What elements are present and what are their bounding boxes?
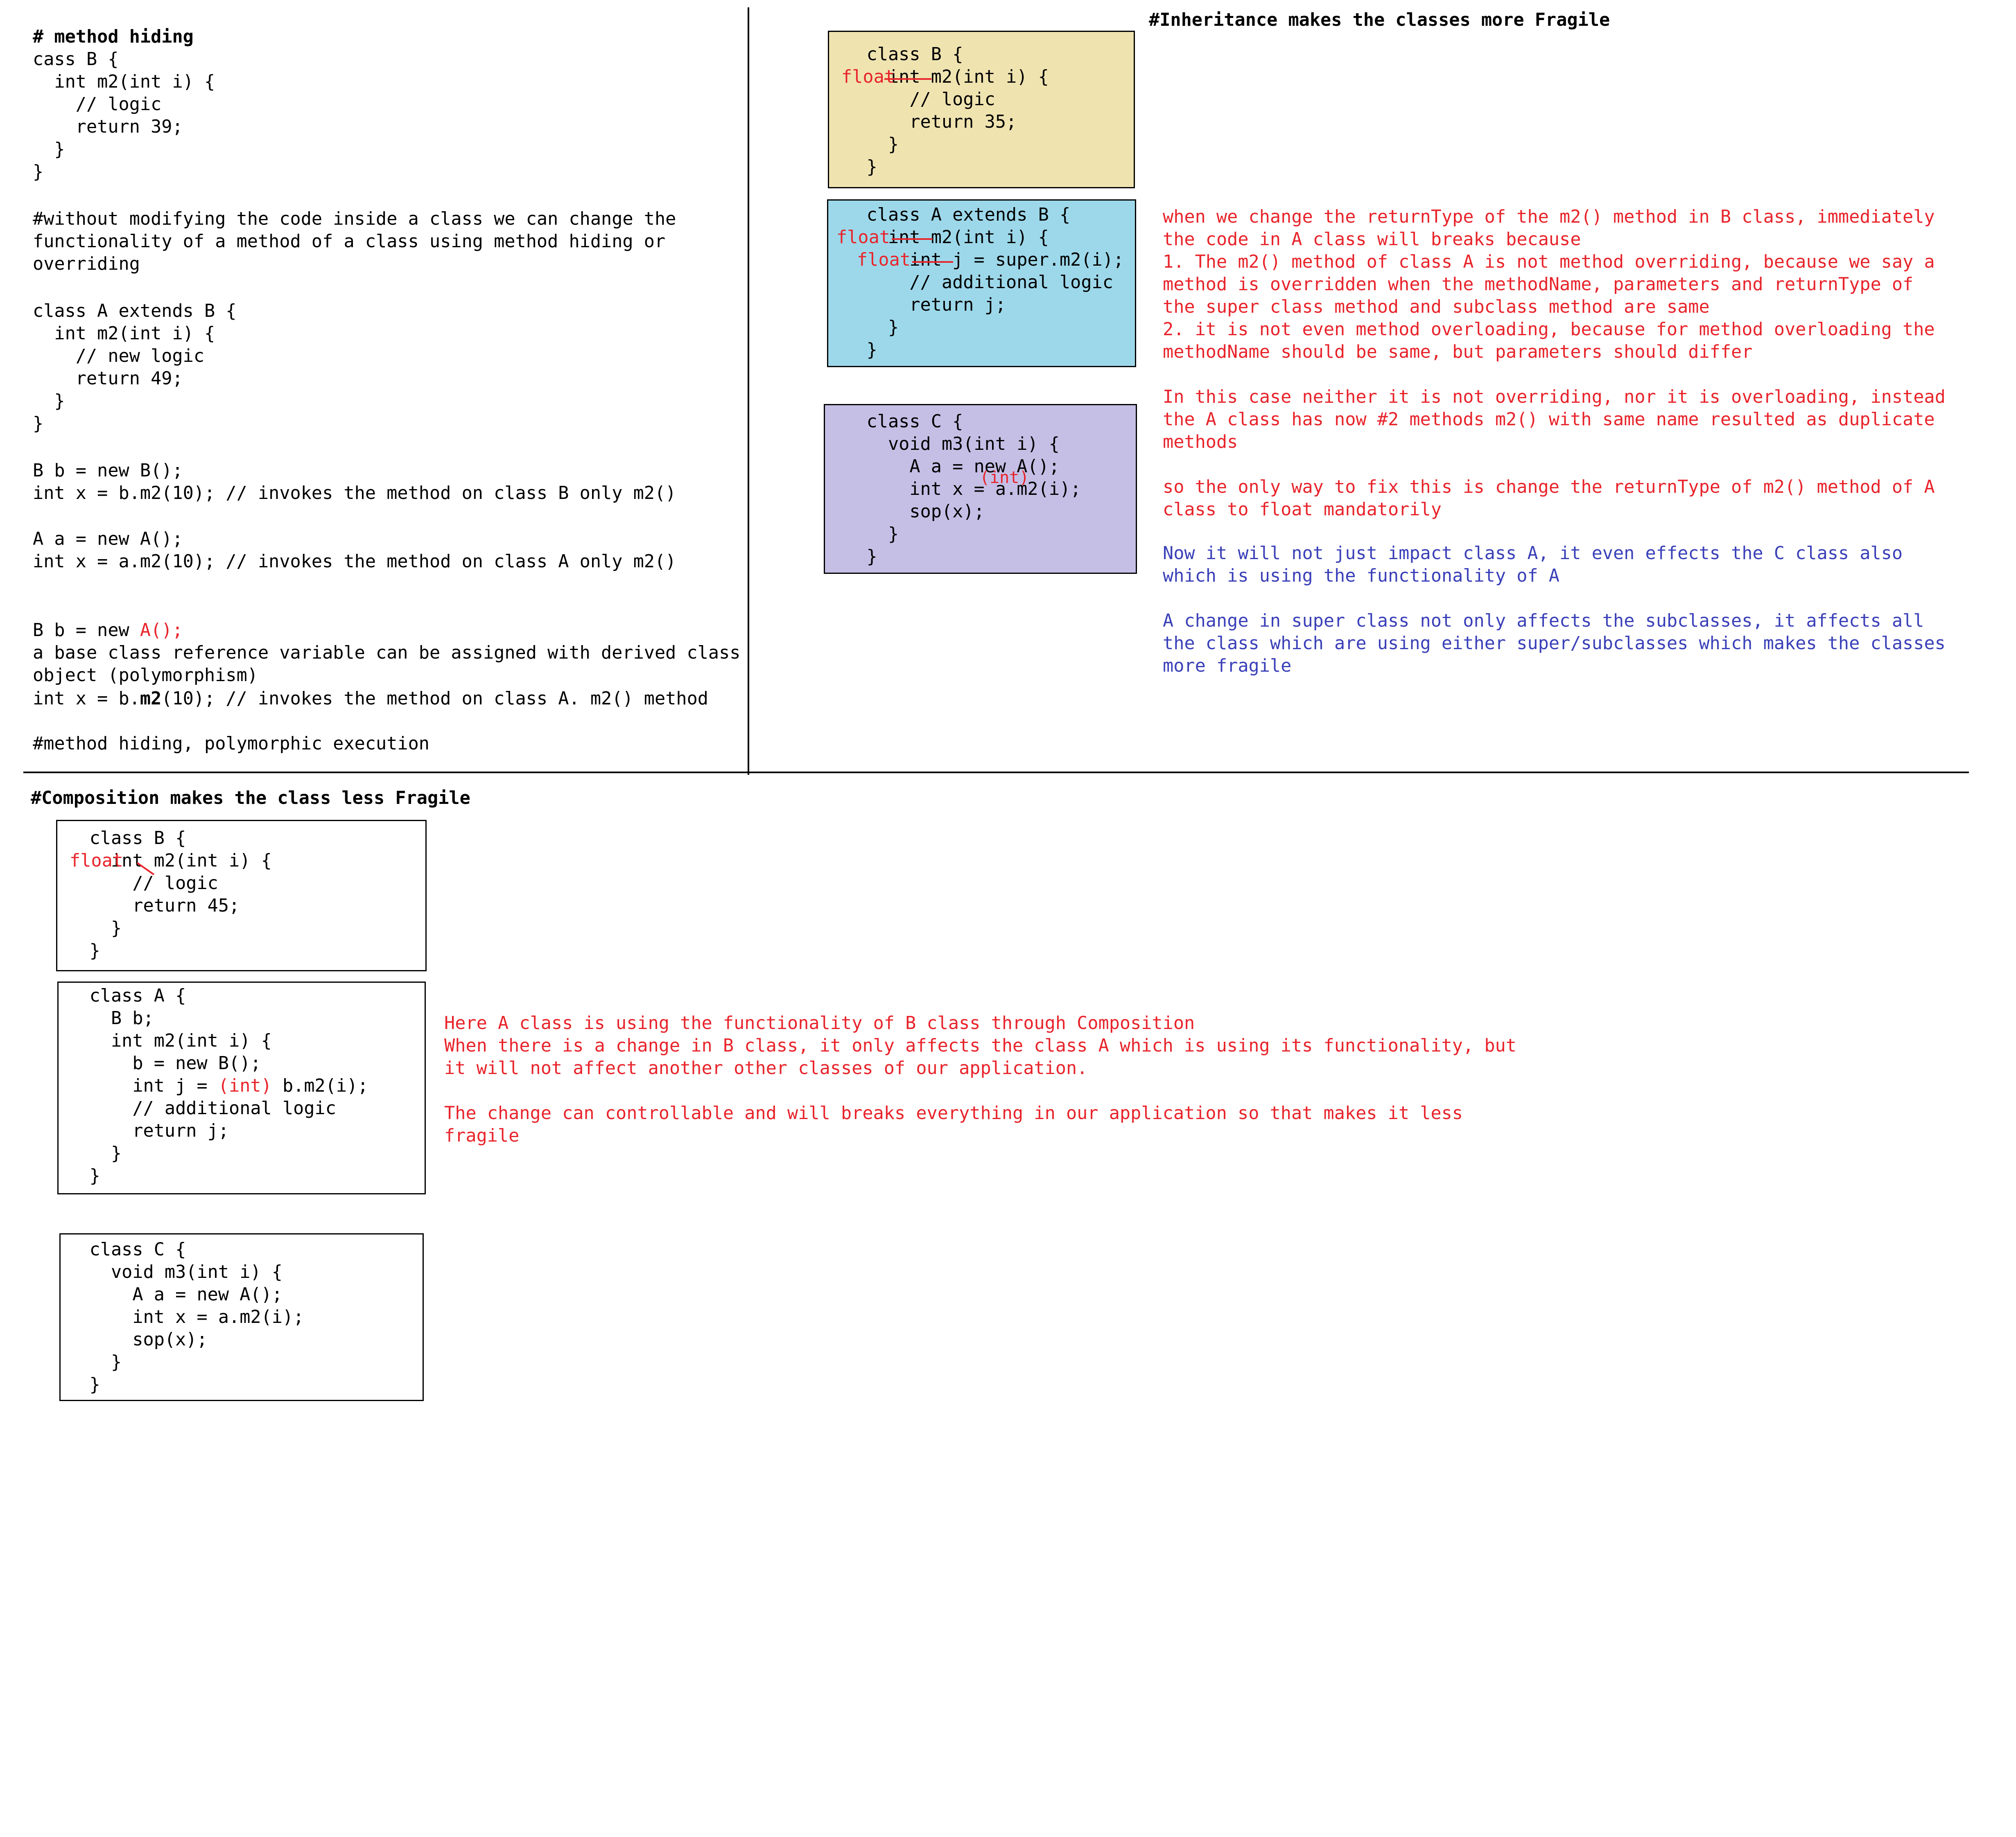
composition-class-a-box: class A { B b; int m2(int i) { b = new B… [57, 982, 426, 1194]
method-hiding-title: # method hiding [33, 27, 194, 47]
method-hiding-note: #without modifying the code inside a cla… [33, 209, 676, 274]
inheritance-class-b-float: float [841, 67, 895, 87]
inheritance-explanation: when we change the returnType of the m2(… [1163, 207, 1946, 520]
composition-class-a-code-mid: b.m2(i); [271, 1076, 368, 1096]
method-hiding-footer: #method hiding, polymorphic execution [33, 733, 430, 754]
inheritance-class-c-box: class C { void m3(int i) { A a = new A()… [824, 404, 1137, 574]
composition-class-b-float: float [70, 851, 123, 871]
polymorphism-assignment: B b = new A(); [33, 619, 183, 642]
composition-class-b-code: class B { int m2(int i) { // logic retur… [89, 828, 272, 961]
inheritance-class-a-float-1: float [836, 227, 890, 248]
method-hiding-usage-a: A a = new A(); int x = a.m2(10); // invo… [33, 529, 676, 572]
polymorphic-call-suffix: (10); // invokes the method on class A. … [161, 688, 708, 709]
horizontal-divider [23, 772, 1969, 773]
inheritance-class-a-code: class A extends B { int m2(int i) { int … [866, 205, 1124, 360]
polymorphic-call-method: m2 [140, 688, 162, 709]
method-hiding-usage-b: B b = new B(); int x = b.m2(10); // invo… [33, 460, 676, 503]
inheritance-impact-note: Now it will not just impact class A, it … [1163, 543, 1946, 676]
polymorphism-assignment-prefix: B b = new [33, 620, 140, 641]
polymorphism-assignment-red: A(); [140, 620, 183, 641]
polymorphic-call-prefix: int x = b. [33, 688, 140, 709]
inheritance-class-a-box: class A extends B { int m2(int i) { int … [827, 199, 1136, 367]
composition-class-c-code: class C { void m3(int i) { A a = new A()… [89, 1239, 304, 1395]
composition-explanation: Here A class is using the functionality … [444, 1013, 1517, 1146]
method-hiding-class-a-code: class A extends B { int m2(int i) { // n… [33, 301, 237, 434]
method-hiding-class-b-code: cass B { int m2(int i) { // logic return… [33, 49, 215, 182]
composition-class-a-cast: (int) [218, 1076, 272, 1096]
composition-class-a-code-top-text: class A { B b; int m2(int i) { b = new B… [89, 986, 272, 1096]
inheritance-class-a-float-2: float [857, 250, 911, 270]
inheritance-class-c-code: class C { void m3(int i) { A a = new A()… [866, 411, 1081, 567]
polymorphism-note: a base class reference variable can be a… [33, 643, 741, 686]
composition-class-a-code-bottom: // additional logic return j; } } [89, 1098, 336, 1186]
inheritance-title: #Inheritance makes the classes more Frag… [1149, 10, 1610, 30]
inheritance-class-b-code: class B { int m2(int i) { // logic retur… [866, 44, 1049, 177]
polymorphic-call: int x = b.m2(10); // invokes the method … [33, 688, 708, 710]
composition-title: #Composition makes the class less Fragil… [31, 788, 470, 808]
inheritance-class-b-strike [884, 78, 931, 80]
inheritance-class-c-cast: (int) [980, 468, 1029, 487]
composition-class-b-box: class B { int m2(int i) { // logic retur… [56, 820, 427, 971]
inheritance-class-b-box: class B { int m2(int i) { // logic retur… [828, 31, 1135, 188]
inheritance-class-a-strike-1 [892, 238, 933, 240]
composition-class-c-box: class C { void m3(int i) { A a = new A()… [59, 1233, 424, 1401]
vertical-divider [748, 7, 749, 775]
inheritance-class-a-strike-2 [912, 261, 953, 263]
composition-class-a-code-top: class A { B b; int m2(int i) { b = new B… [57, 985, 368, 1187]
